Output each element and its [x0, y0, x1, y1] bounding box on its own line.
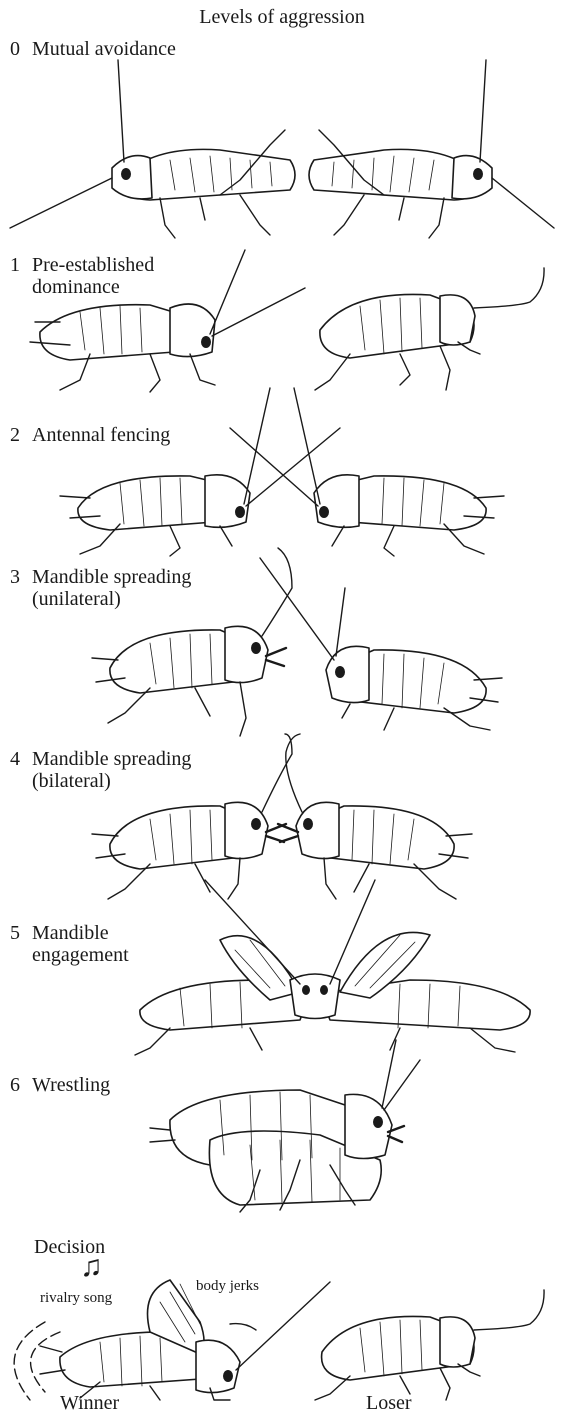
cricket-right-facing: [309, 60, 554, 238]
level-1-crickets-illustration: [0, 250, 564, 400]
dominant-cricket: [30, 250, 305, 392]
figure-title: Levels of aggression: [0, 6, 564, 29]
cricket-left-bilateral: [92, 734, 292, 899]
level-5-crickets-illustration: [0, 880, 564, 1060]
body-jerks-label: body jerks: [196, 1278, 259, 1295]
level-3-crickets-illustration: [0, 548, 564, 738]
level-0-crickets-illustration: [0, 50, 564, 250]
loser-cricket: [315, 1290, 544, 1400]
loser-label: Loser: [366, 1392, 412, 1415]
rivalry-song-label: rivalry song: [40, 1290, 112, 1307]
winner-label: Winner: [60, 1392, 119, 1415]
cricket-left-mandibles-spread: [92, 548, 292, 736]
cricket-right-fencing: [230, 388, 504, 556]
music-note-icon: ♫: [80, 1250, 103, 1284]
level-6-crickets-illustration: [0, 1040, 564, 1220]
cricket-right-mandibles-closed: [260, 558, 502, 730]
cricket-right-bilateral: [278, 734, 472, 899]
subordinate-cricket: [315, 268, 544, 390]
cricket-left-facing: [10, 60, 295, 238]
level-4-crickets-illustration: [0, 734, 564, 904]
engaged-crickets: [135, 880, 530, 1055]
cricket-left-fencing: [60, 388, 340, 556]
wrestling-crickets: [150, 1040, 420, 1212]
level-2-crickets-illustration: [0, 388, 564, 558]
